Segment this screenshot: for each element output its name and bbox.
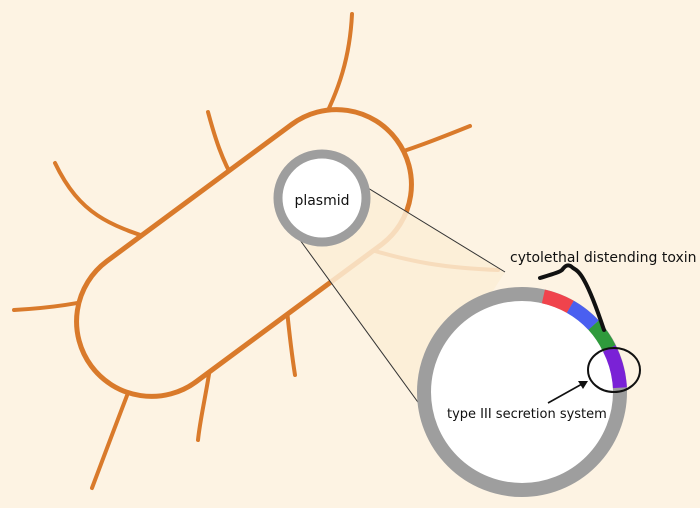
zoom-line-upper [362, 184, 506, 273]
plasmid-small [273, 149, 371, 247]
flagellum [53, 161, 157, 242]
plasmid-label: plasmid [294, 193, 349, 209]
gene-segment-red [541, 289, 574, 313]
flagellum [196, 366, 212, 442]
gene-segment-blue [566, 300, 599, 331]
flagellum [285, 308, 297, 377]
cdt-label: cytolethal distending toxin [510, 250, 697, 266]
curly-brace-icon [538, 263, 606, 332]
t3ss-label: type III secretion system [447, 407, 607, 422]
gene-segment-purple [602, 345, 627, 389]
highlight-ellipse-icon [587, 347, 641, 393]
arrow-icon [547, 383, 583, 404]
arrowhead [578, 381, 588, 389]
zoom-line-lower [299, 239, 421, 406]
